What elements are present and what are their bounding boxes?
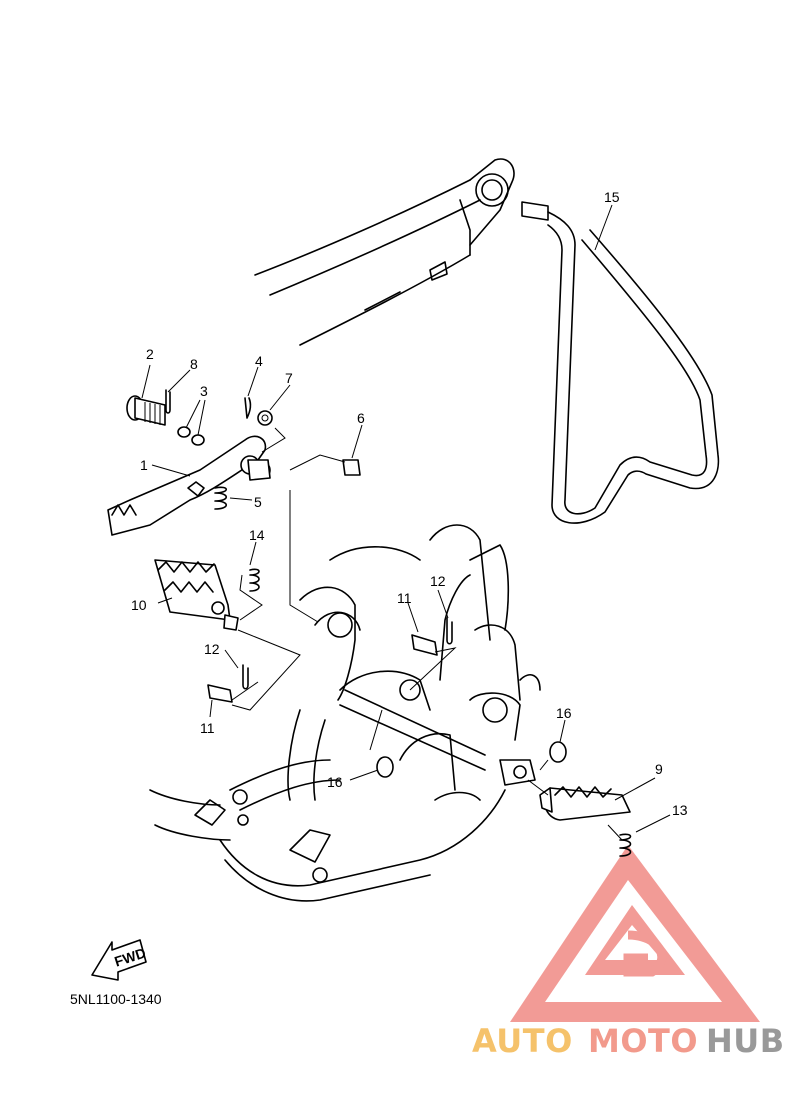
- lower-frame: [149, 524, 541, 902]
- callout-11b: 11: [397, 590, 412, 606]
- watermark-logo: [510, 845, 760, 1022]
- callout-11a: 11: [200, 720, 215, 736]
- callout-9: 9: [655, 761, 663, 777]
- callout-labels: 2 8 3 4 7 6 1 5 14 10 12 11 12 11 16 16 …: [131, 189, 688, 818]
- sidestand: [521, 201, 720, 524]
- brake-pedal: [107, 435, 271, 536]
- callout-2: 2: [146, 346, 154, 362]
- callout-8: 8: [190, 356, 198, 372]
- callout-4: 4: [255, 353, 263, 369]
- callout-13: 13: [672, 802, 688, 818]
- cotter-pin-8: [165, 389, 171, 414]
- callout-7: 7: [285, 370, 293, 386]
- spring-13: [619, 833, 632, 857]
- spring-5: [214, 486, 228, 510]
- assembly-guides: [231, 427, 623, 841]
- o-ring-3b: [191, 434, 205, 446]
- footrest-left: [154, 559, 239, 631]
- collar-16b: [549, 741, 567, 763]
- callout-16a: 16: [327, 774, 343, 790]
- watermark-auto: AUTO: [472, 1022, 573, 1060]
- callout-12a: 12: [204, 641, 220, 657]
- callout-3: 3: [200, 383, 208, 399]
- clip-6: [342, 459, 361, 476]
- fwd-arrow-icon: FWD: [91, 939, 148, 981]
- clevis-pin-12b: [446, 617, 453, 645]
- pivot-bolt: [126, 395, 166, 426]
- part-code: 5NL1100-1340: [70, 991, 162, 1007]
- watermark-hub: HUB: [706, 1022, 785, 1060]
- spring-14: [249, 568, 260, 592]
- callout-16b: 16: [556, 705, 572, 721]
- callout-15: 15: [604, 189, 620, 205]
- callout-1: 1: [140, 457, 148, 473]
- bolt-11a: [207, 684, 233, 703]
- bolt-11b: [411, 634, 438, 656]
- callout-14: 14: [249, 527, 265, 543]
- watermark-text: AUTO MOTO HUB: [472, 1022, 785, 1060]
- o-ring-3a: [177, 426, 191, 438]
- callout-5: 5: [254, 494, 262, 510]
- callout-12b: 12: [430, 573, 446, 589]
- callout-6: 6: [357, 410, 365, 426]
- upper-frame-member: [254, 158, 515, 346]
- washer-7: [257, 410, 273, 426]
- pedal-boss: [247, 459, 271, 481]
- callout-10: 10: [131, 597, 147, 613]
- watermark-moto: MOTO: [588, 1022, 698, 1060]
- clevis-pin-12a: [242, 664, 249, 690]
- leader-lines: [141, 204, 671, 833]
- collar-16a: [376, 756, 394, 778]
- cotter-pin-4: [244, 397, 252, 419]
- footrest-right: [539, 786, 631, 821]
